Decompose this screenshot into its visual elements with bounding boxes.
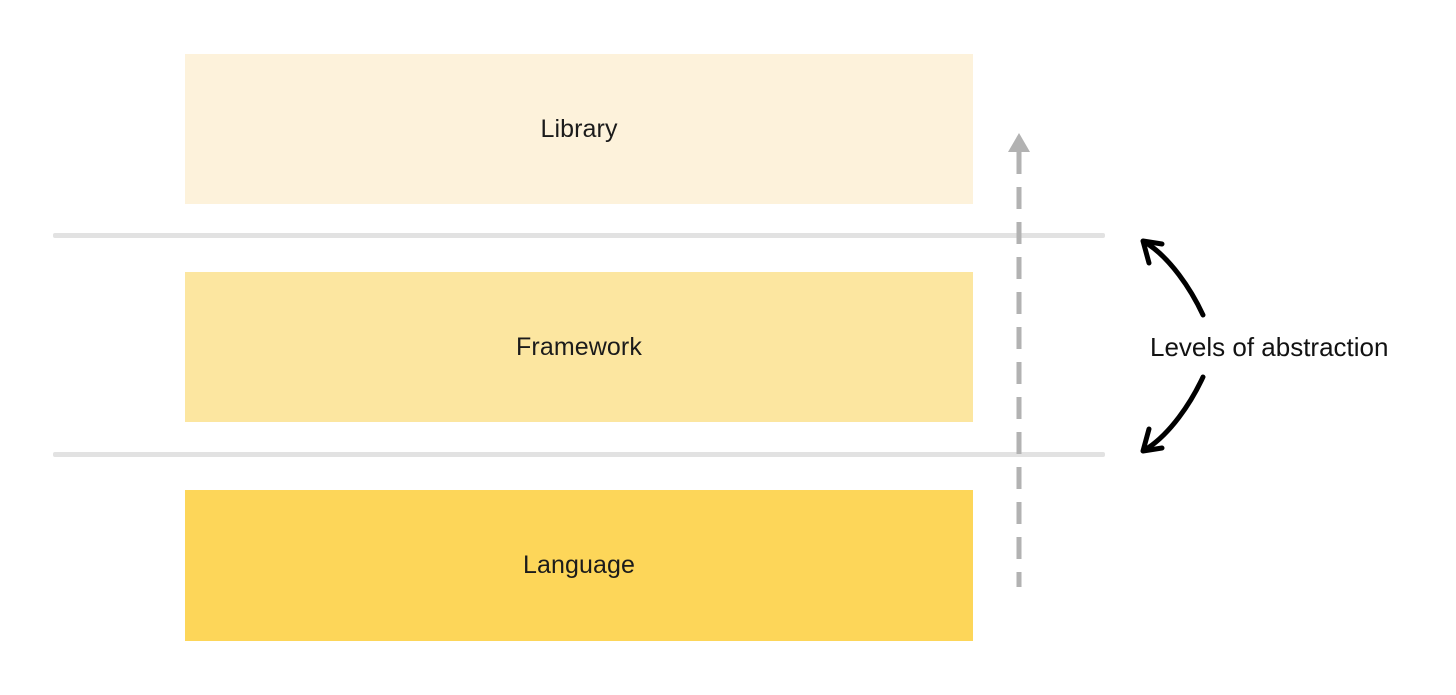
layer-box-library: Library — [185, 54, 973, 204]
layer-box-framework: Framework — [185, 272, 973, 422]
layer-divider-bottom — [53, 452, 1105, 457]
layer-divider-top — [53, 233, 1105, 238]
curved-double-arrow-icon — [1140, 238, 1206, 454]
layer-label-library: Library — [540, 114, 618, 143]
dashed-up-arrow-icon — [1008, 133, 1030, 587]
layer-label-language: Language — [522, 551, 636, 579]
abstraction-caption: Levels of abstraction — [1150, 332, 1389, 362]
layer-box-language: Language — [185, 490, 973, 641]
layer-label-framework: Framework — [516, 332, 642, 361]
